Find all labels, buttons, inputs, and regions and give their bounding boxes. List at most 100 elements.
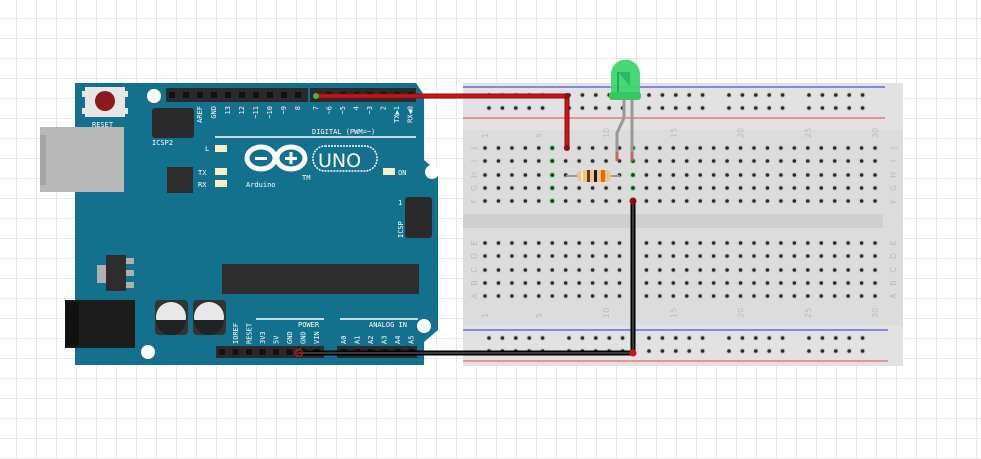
column-label: 10 — [602, 128, 611, 138]
digital-pin-label: 12 — [238, 106, 246, 114]
header-pin[interactable] — [281, 92, 287, 98]
ground-wire[interactable] — [294, 197, 637, 358]
digital-pin-label: GND — [210, 106, 218, 119]
power-pin-label: 3V3 — [259, 331, 267, 344]
reset-button[interactable] — [82, 87, 128, 117]
power-pin-label: GND — [300, 331, 308, 344]
band-orange — [601, 170, 605, 182]
column-label: 5 — [535, 133, 544, 138]
resistor[interactable] — [566, 170, 620, 182]
column-label: 10 — [602, 308, 611, 318]
header-pin[interactable] — [219, 349, 225, 355]
rx-led-label: RX — [198, 181, 207, 189]
column-label: 25 — [804, 308, 813, 318]
digital-pin-label: RX◀0 — [407, 106, 415, 123]
header-pin[interactable] — [253, 92, 259, 98]
digital-pin-label: ~10 — [266, 106, 274, 119]
reset-label: RESET — [92, 121, 114, 129]
digital-pin-label: AREF — [196, 106, 204, 123]
logo-tm: TM — [302, 174, 310, 182]
model-label: UNO — [318, 150, 361, 172]
column-label: 1 — [481, 313, 490, 318]
digital-pin-label: 8 — [294, 106, 302, 110]
band-brown — [587, 170, 590, 182]
header-pin[interactable] — [273, 349, 279, 355]
signal-wire[interactable] — [313, 93, 570, 151]
l-led-label: L — [205, 145, 209, 153]
mounting-hole — [141, 345, 155, 359]
power-pin-label: GND — [286, 331, 294, 344]
row-label: C — [889, 267, 898, 273]
digital-pin-label: TX▶1 — [393, 106, 401, 123]
row-label: F — [889, 198, 898, 203]
row-label: J — [889, 147, 898, 150]
row-label: H — [889, 172, 898, 178]
microcontroller-chip — [222, 264, 419, 294]
digital-pin-label: 4 — [353, 106, 361, 110]
digital-pin-label: 2 — [380, 106, 388, 110]
icsp-header — [405, 197, 432, 238]
power-pin-label: VIN — [313, 331, 321, 344]
header-pin[interactable] — [225, 92, 231, 98]
power-pin-label: RESET — [246, 322, 254, 344]
row-label: D — [470, 253, 479, 259]
header-pin[interactable] — [169, 92, 175, 98]
row-label: B — [889, 280, 898, 286]
logo-text: Arduino — [246, 181, 276, 189]
power-jack — [65, 300, 135, 348]
mounting-hole — [425, 165, 439, 179]
arduino-uno-board[interactable] — [75, 83, 439, 365]
row-label: G — [470, 185, 479, 191]
analog-pin-label: A3 — [381, 336, 389, 344]
digital-pin-label: 13 — [224, 106, 232, 114]
header-pin[interactable] — [267, 92, 273, 98]
row-label: C — [470, 267, 479, 273]
header-pin[interactable] — [259, 349, 266, 355]
row-label: G — [889, 185, 898, 191]
center-channel — [463, 214, 883, 228]
power-label: POWER — [298, 321, 320, 329]
header-pin[interactable] — [232, 349, 239, 355]
analog-pin-label: A4 — [394, 336, 402, 344]
analog-pin-label: A5 — [408, 336, 416, 344]
header-pin[interactable] — [246, 349, 252, 355]
column-label: 5 — [535, 313, 544, 318]
tx-led-label: TX — [198, 169, 207, 177]
digital-pin-label: ~11 — [252, 106, 260, 119]
analog-pin-label: A0 — [340, 336, 348, 344]
column-label: 30 — [871, 308, 880, 318]
row-label: J — [470, 147, 479, 150]
row-label: E — [470, 240, 479, 245]
column-label: 15 — [669, 128, 678, 138]
digital-label: DIGITAL (PWM=~) — [312, 128, 375, 136]
analog-pin-label: A2 — [367, 336, 375, 344]
digital-pin-label: ~5 — [339, 106, 347, 114]
column-label: 20 — [737, 308, 746, 318]
green-led[interactable] — [609, 59, 641, 162]
voltage-regulator — [97, 255, 134, 291]
header-pin[interactable] — [239, 92, 245, 98]
capacitor — [155, 300, 188, 335]
row-label: B — [470, 280, 479, 286]
icsp-label: ICSP — [397, 221, 405, 238]
power-pin-label: IOREF — [232, 323, 240, 344]
header-pin[interactable] — [183, 92, 189, 98]
capacitor — [193, 300, 226, 335]
on-led-label: ON — [398, 169, 406, 177]
icsp2-label: ICSP2 — [152, 139, 173, 147]
row-label: A — [889, 293, 898, 299]
header-pin[interactable] — [286, 349, 293, 355]
breadboard[interactable] — [463, 83, 903, 366]
mounting-hole — [417, 319, 431, 333]
digital-pin-label: 7 — [312, 106, 320, 110]
column-label: 30 — [871, 128, 880, 138]
onboard-leds — [215, 145, 395, 187]
header-pin[interactable] — [295, 92, 301, 98]
header-pin[interactable] — [197, 92, 203, 98]
header-pin[interactable] — [211, 92, 217, 98]
column-label: 1 — [481, 133, 490, 138]
row-label: H — [470, 172, 479, 178]
row-label: A — [470, 293, 479, 299]
column-label: 20 — [737, 128, 746, 138]
